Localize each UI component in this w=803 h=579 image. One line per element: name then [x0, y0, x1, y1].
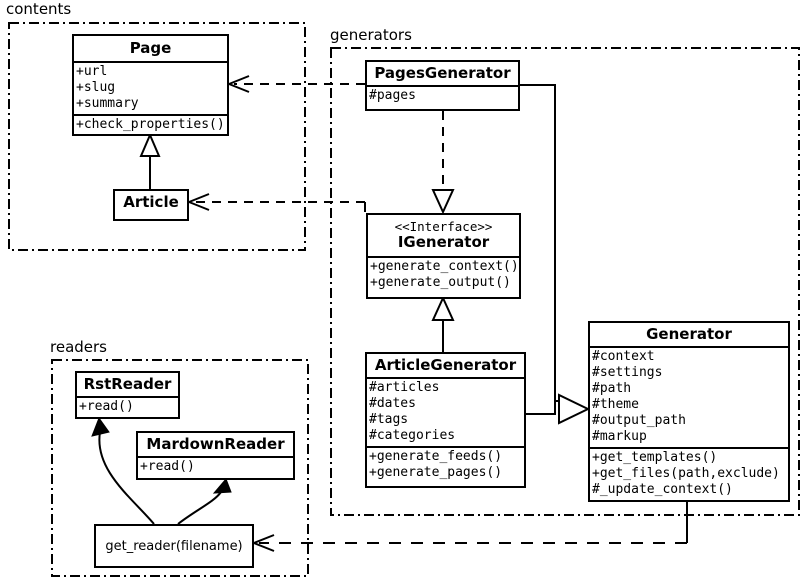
association-arrowhead-rstreader — [91, 416, 110, 437]
class-box-article-generator[interactable]: ArticleGenerator #articles #dates #tags … — [365, 352, 526, 488]
package-border-readers — [51, 359, 309, 577]
class-title-page: Page — [129, 39, 172, 57]
class-name-igenerator: IGenerator — [397, 233, 490, 251]
class-attributes-generator: #context #settings #path #theme #output_… — [590, 346, 788, 447]
class-operations-page: +check_properties() — [74, 114, 227, 135]
class-attributes-article-generator: #articles #dates #tags #categories — [367, 377, 524, 446]
package-label-generators: generators — [330, 26, 412, 44]
class-title-article-generator: ArticleGenerator — [374, 356, 517, 374]
association-getreader-rstreader — [98, 431, 155, 525]
package-label-readers: readers — [50, 338, 107, 356]
class-box-mardown-reader[interactable]: MardownReader +read() — [136, 431, 295, 480]
realization-arrowhead-igenerator — [431, 189, 455, 215]
association-arrowhead-mardownreader — [212, 478, 232, 494]
dependency-arrowhead-article — [188, 193, 210, 211]
function-box-get-reader[interactable]: get_reader(filename) — [94, 524, 254, 568]
generalization-pagesgenerator-generator — [520, 84, 556, 401]
generalization-arrowhead-igenerator-2 — [431, 295, 455, 321]
generalization-articlegenerator-generator — [526, 400, 559, 415]
package-border-contents — [8, 22, 306, 251]
dependency-arrowhead-page — [228, 75, 250, 93]
package-label-contents: contents — [6, 0, 72, 18]
class-operations-rst-reader: +read() — [77, 396, 178, 417]
class-title-rst-reader: RstReader — [83, 375, 172, 393]
generalization-arrowhead-page — [139, 132, 161, 157]
class-title-article: Article — [123, 193, 179, 211]
class-operations-mardown-reader: +read() — [138, 456, 293, 477]
class-box-igenerator[interactable]: <<Interface>> IGenerator +generate_conte… — [366, 213, 521, 299]
class-attributes-pages-generator: #pages — [367, 85, 518, 106]
class-box-page[interactable]: Page +url +slug +summary +check_properti… — [72, 34, 229, 136]
class-box-article[interactable]: Article — [113, 189, 189, 221]
class-title-generator: Generator — [646, 325, 732, 343]
package-border-generators — [330, 47, 800, 516]
class-operations-igenerator: +generate_context() +generate_output() — [368, 256, 519, 293]
association-getreader-mardownreader — [177, 491, 222, 525]
dependency-arrowhead-getreader — [253, 534, 275, 552]
class-box-generator[interactable]: Generator #context #settings #path #them… — [588, 321, 790, 502]
class-stereotype-igenerator: <<Interface>> — [394, 219, 493, 234]
class-operations-article-generator: +generate_feeds() +generate_pages() — [367, 446, 524, 483]
class-box-rst-reader[interactable]: RstReader +read() — [75, 371, 180, 419]
class-title-pages-generator: PagesGenerator — [374, 64, 511, 82]
class-attributes-page: +url +slug +summary — [74, 61, 227, 114]
class-title-igenerator: <<Interface>> IGenerator — [368, 215, 519, 256]
function-label-get-reader: get_reader(filename) — [105, 538, 243, 554]
generalization-arrowhead-generator — [558, 393, 591, 425]
class-operations-generator: +get_templates() +get_files(path,exclude… — [590, 447, 788, 500]
class-title-mardown-reader: MardownReader — [146, 435, 285, 453]
class-box-pages-generator[interactable]: PagesGenerator #pages — [365, 60, 520, 111]
